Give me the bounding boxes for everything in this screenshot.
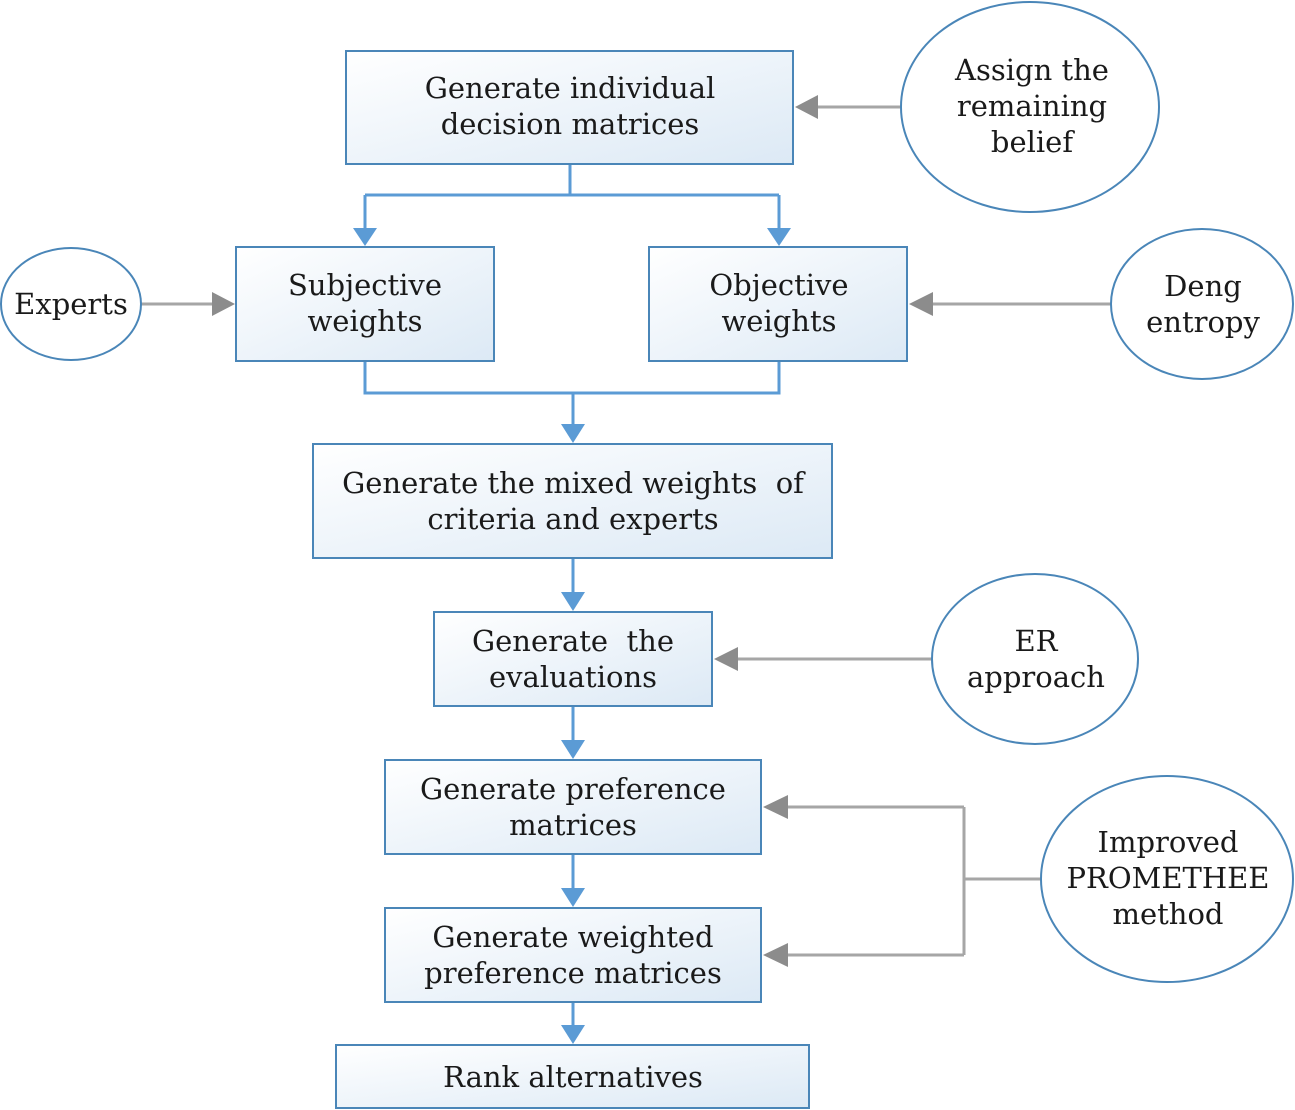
source-remaining-belief-line-1: Assign the <box>954 53 1109 87</box>
arrowhead-to-evaluations <box>561 592 585 611</box>
arrowhead-promethee-to-preference <box>763 795 788 819</box>
connector-promethee-input <box>785 805 1042 957</box>
node-preference-matrices-line-2: matrices <box>509 808 637 842</box>
node-rank-alternatives-label: Rank alternatives <box>443 1060 703 1094</box>
arrowhead-to-weighted <box>561 888 585 907</box>
node-evaluations-line-1: Generate the <box>472 624 674 658</box>
node-individual-matrices-line-1: Generate individual <box>425 71 716 105</box>
source-remaining-belief-line-2: remaining <box>957 89 1107 123</box>
node-mixed-weights: Generate the mixed weights of criteria a… <box>312 443 833 559</box>
source-deng-entropy-line-2: entropy <box>1146 305 1260 339</box>
connector-merge-weights <box>363 361 781 426</box>
source-promethee-line-1: Improved <box>1098 825 1239 859</box>
node-weighted-preference-line-1: Generate weighted <box>432 920 713 954</box>
node-evaluations-line-2: evaluations <box>489 660 657 694</box>
node-mixed-weights-line-1: Generate the mixed weights of <box>342 466 806 500</box>
source-experts-label: Experts <box>14 287 128 321</box>
node-objective-weights: Objective weights <box>648 246 908 362</box>
node-mixed-weights-line-2: criteria and experts <box>427 502 718 536</box>
node-subjective-weights-line-2: weights <box>307 304 422 338</box>
source-deng-entropy-line-1: Deng <box>1164 269 1242 303</box>
connectors <box>140 95 1111 1044</box>
source-remaining-belief: Assign the remaining belief <box>900 1 1160 213</box>
node-objective-weights-line-1: Objective <box>709 268 848 302</box>
node-rank-alternatives: Rank alternatives <box>335 1044 810 1109</box>
arrowhead-to-objective <box>767 228 791 246</box>
source-er-approach-line-2: approach <box>967 660 1105 694</box>
source-experts: Experts <box>0 247 142 361</box>
node-preference-matrices: Generate preference matrices <box>384 759 762 855</box>
arrowhead-to-mixed <box>561 424 585 443</box>
source-promethee: Improved PROMETHEE method <box>1040 775 1294 983</box>
source-remaining-belief-line-3: belief <box>991 125 1075 159</box>
source-er-approach-line-1: ER <box>1014 624 1058 658</box>
connector-split-weights <box>363 164 781 230</box>
node-subjective-weights: Subjective weights <box>235 246 495 362</box>
node-subjective-weights-line-1: Subjective <box>288 268 442 302</box>
arrowhead-er-input <box>714 647 738 671</box>
source-er-approach: ER approach <box>931 573 1139 745</box>
arrowhead-deng-input <box>909 292 933 316</box>
node-objective-weights-line-2: weights <box>721 304 836 338</box>
source-promethee-line-3: method <box>1112 897 1223 931</box>
node-individual-matrices: Generate individual decision matrices <box>345 50 794 165</box>
arrowhead-promethee-to-weighted <box>763 943 788 967</box>
node-individual-matrices-line-2: decision matrices <box>441 107 700 141</box>
source-deng-entropy: Deng entropy <box>1110 228 1294 380</box>
arrowhead-to-rank <box>561 1025 585 1044</box>
node-evaluations: Generate the evaluations <box>433 611 713 707</box>
arrowhead-experts-input <box>212 292 235 316</box>
source-promethee-line-2: PROMETHEE <box>1067 861 1270 895</box>
node-preference-matrices-line-1: Generate preference <box>420 772 726 806</box>
arrowhead-to-subjective <box>353 228 377 246</box>
node-weighted-preference-matrices: Generate weighted preference matrices <box>384 907 762 1003</box>
arrowhead-to-preference <box>561 740 585 759</box>
arrowhead-belief-input <box>795 95 818 119</box>
node-weighted-preference-line-2: preference matrices <box>424 956 722 990</box>
